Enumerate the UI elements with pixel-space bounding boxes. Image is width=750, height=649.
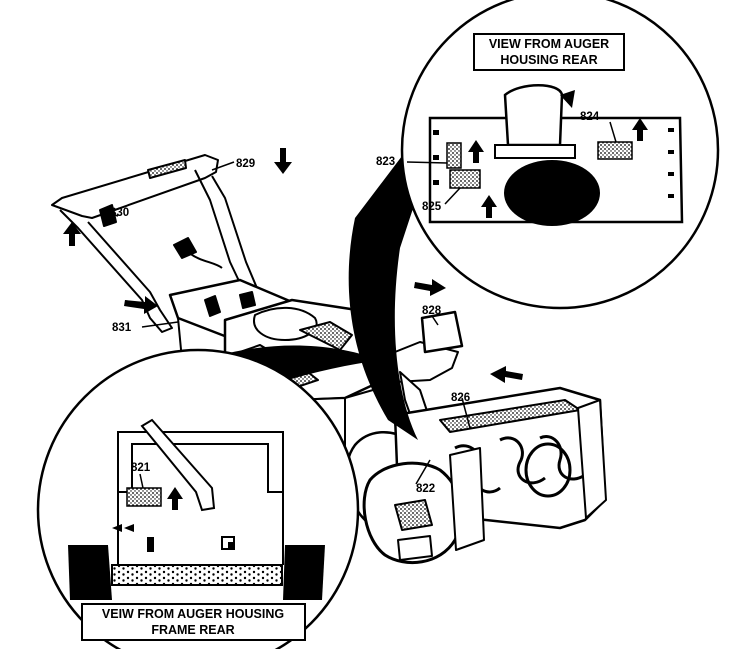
left-arrow-icon <box>490 366 523 383</box>
decal-825 <box>449 169 481 189</box>
top-detail-view: 824 823 825 VIEW FROM AUGER HOUSING REAR <box>376 0 720 310</box>
callout-829: 829 <box>236 158 255 170</box>
top-magnifier-beam <box>348 90 452 440</box>
callout-831: 831 <box>112 322 132 334</box>
up-arrow-icon <box>167 487 183 510</box>
callout-824: 824 <box>580 111 600 123</box>
callout-828: 828 <box>422 305 442 317</box>
decal-823 <box>446 142 462 169</box>
callout-826: 826 <box>451 392 470 404</box>
up-arrow-icon <box>63 222 81 246</box>
callout-830: 830 <box>110 207 129 219</box>
main-callout-leaders <box>107 161 471 485</box>
up-arrow-icon <box>468 140 484 163</box>
right-arrow-icon <box>124 296 158 314</box>
location-arrows <box>63 148 523 383</box>
bottom-view-caption-line1: VEIW FROM AUGER HOUSING <box>102 607 284 621</box>
down-arrow-icon <box>274 148 292 174</box>
callout-822: 822 <box>416 483 435 495</box>
up-arrow-icon <box>632 118 648 141</box>
up-arrow-icon <box>481 195 497 218</box>
callout-825: 825 <box>422 201 442 213</box>
callout-823: 823 <box>376 156 395 168</box>
decal-824 <box>597 141 633 160</box>
snowblower-illustration <box>51 154 607 565</box>
decal-821 <box>126 487 162 507</box>
top-view-caption-line1: VIEW FROM AUGER <box>489 37 609 51</box>
top-view-caption-line2: HOUSING REAR <box>500 53 597 67</box>
right-arrow-icon <box>414 279 446 296</box>
callout-821: 821 <box>131 462 151 474</box>
bottom-detail-view: 821 VEIW FROM AUGER HOUSING FRAME REAR <box>36 348 360 649</box>
bottom-view-caption-line2: FRAME REAR <box>151 623 234 637</box>
